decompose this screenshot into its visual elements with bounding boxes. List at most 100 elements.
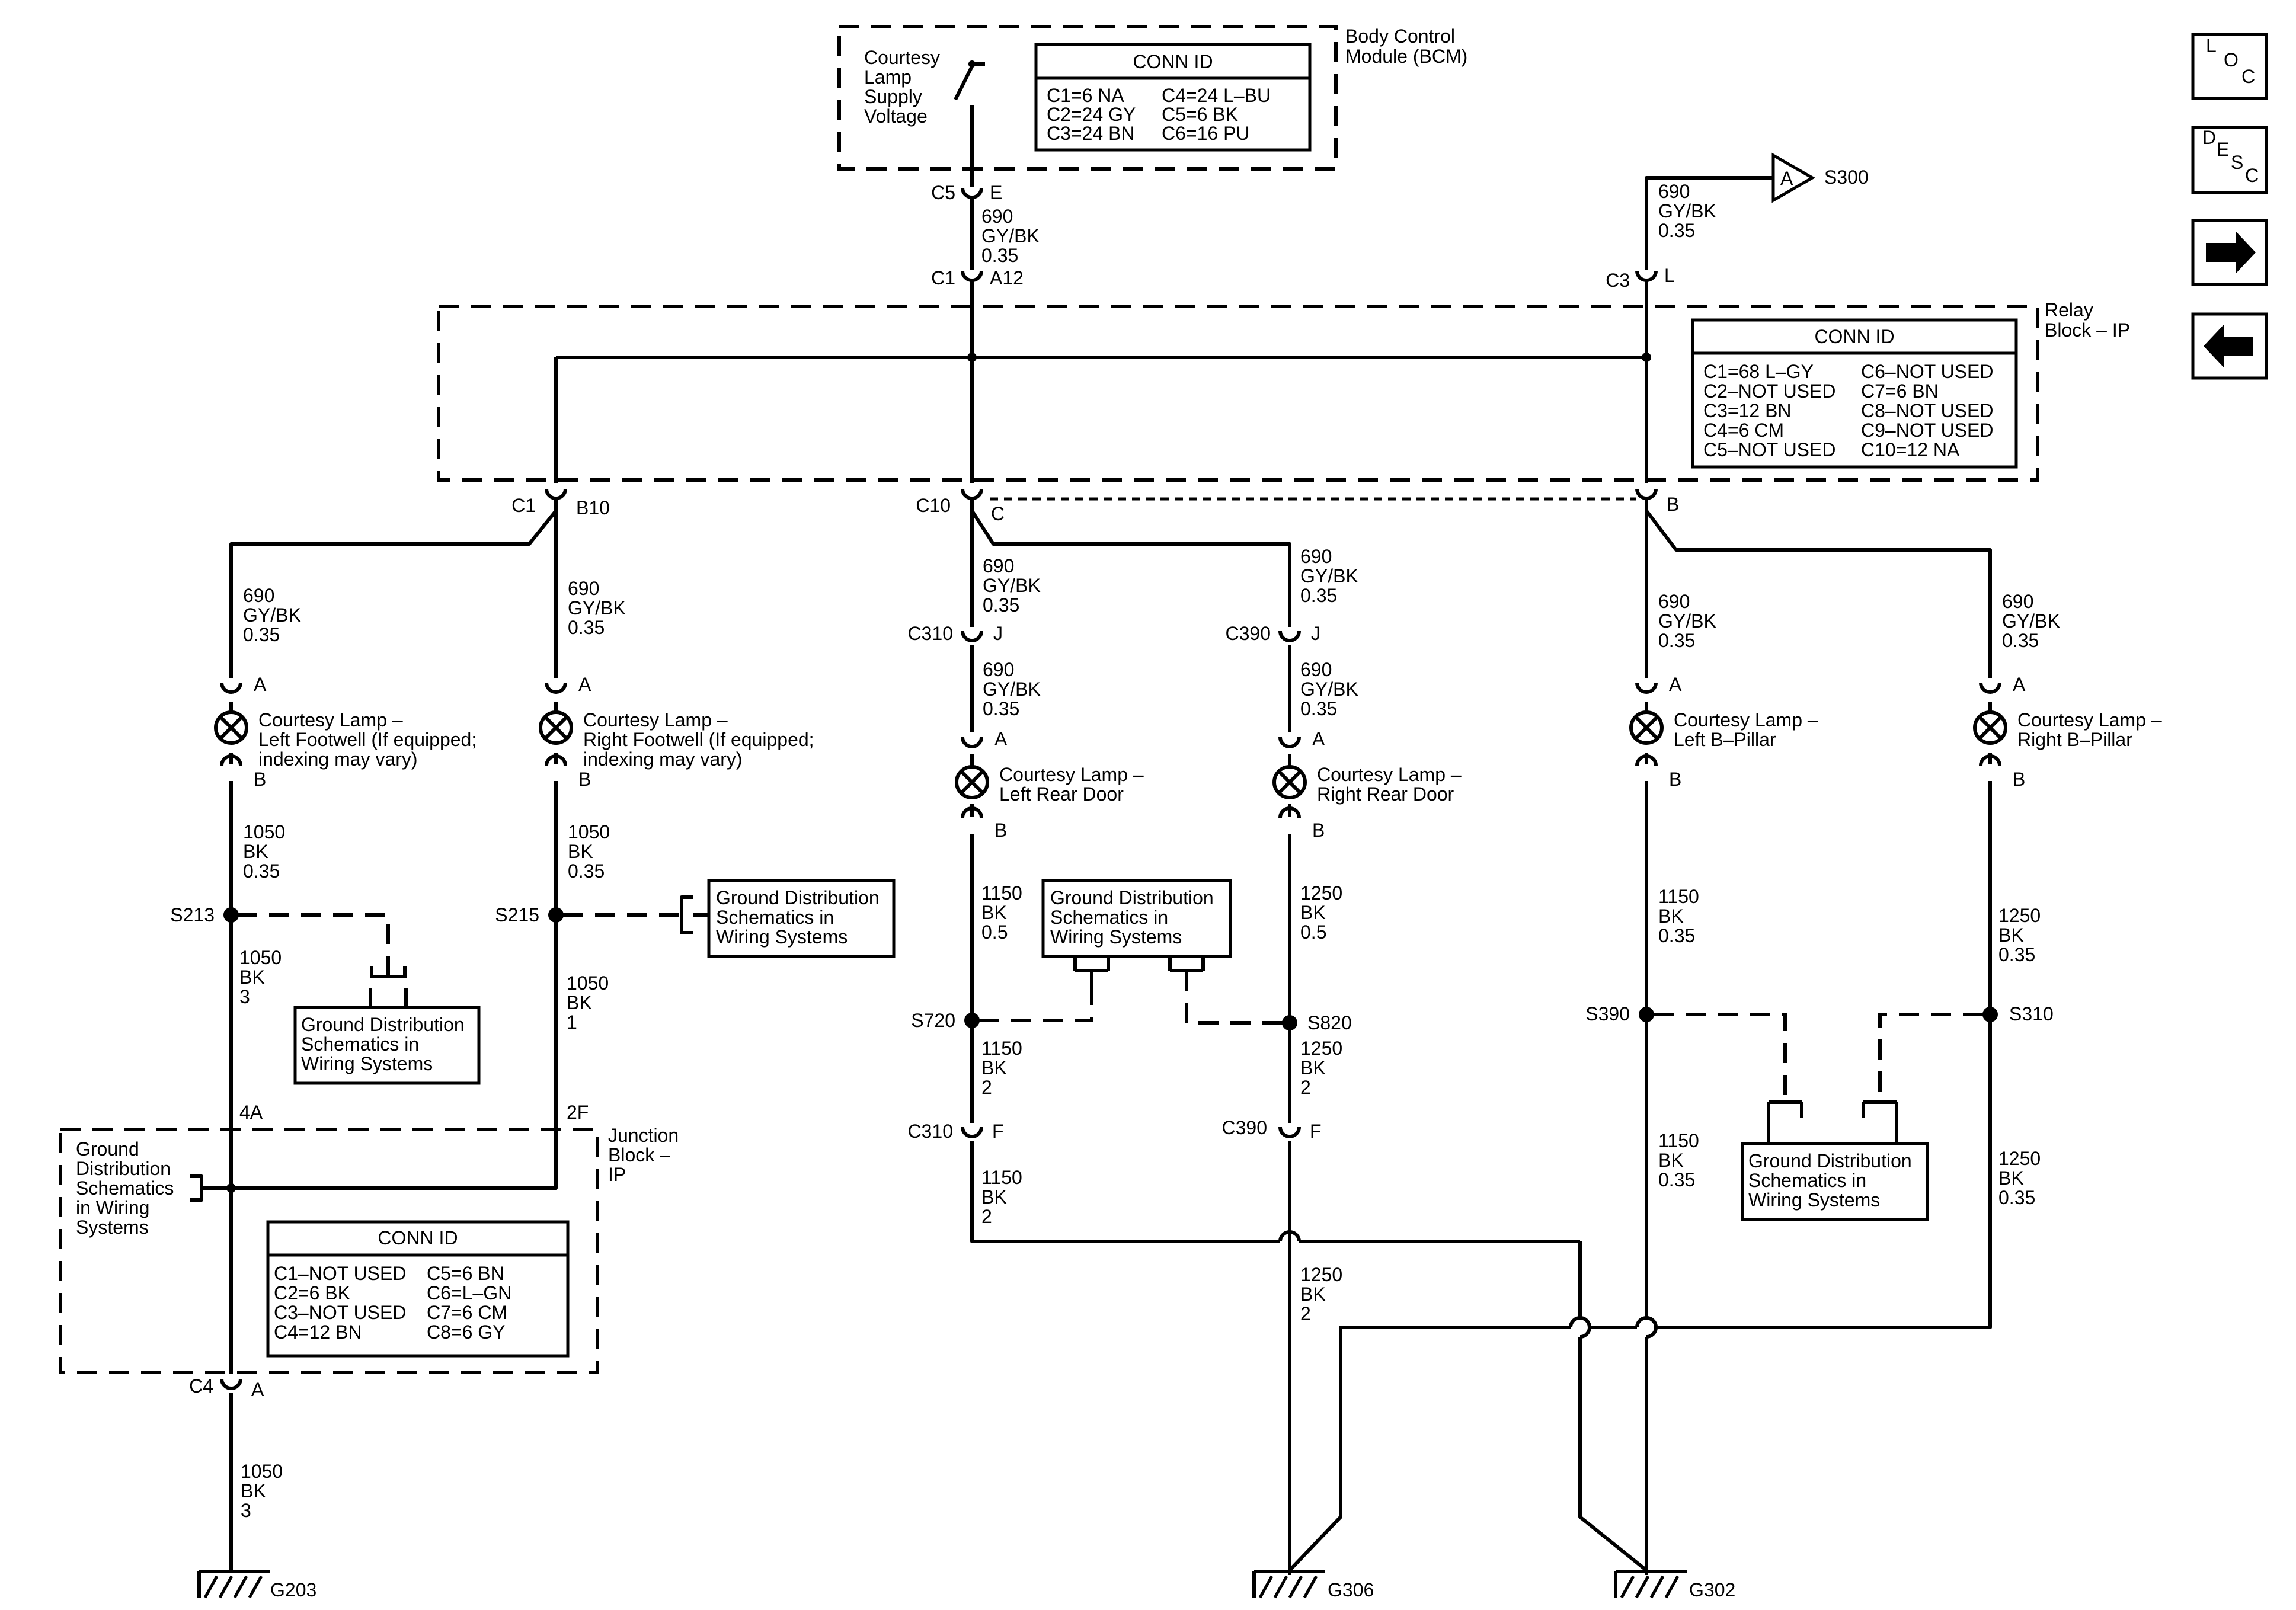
svg-text:Schematics in: Schematics in (716, 907, 834, 928)
wire-label: 690 (1300, 546, 1332, 567)
supply-label: Lamp (864, 66, 912, 88)
svg-text:Schematics in: Schematics in (301, 1033, 419, 1055)
wire-label: 2 (1300, 1077, 1311, 1098)
pin-label: 4A (239, 1102, 263, 1123)
wire-label: GY/BK (981, 225, 1040, 247)
desc-letter: D (2202, 127, 2216, 148)
wire-label: GY/BK (1300, 565, 1358, 587)
wire-label: 0.5 (981, 921, 1008, 943)
svg-text:Systems: Systems (76, 1217, 149, 1238)
conn-id-entry: C3=12 BN (1703, 400, 1792, 421)
supply-switch (954, 60, 985, 142)
connector-label: C1 (511, 495, 536, 516)
pin-label: J (1311, 623, 1320, 644)
wire-label: 0.35 (243, 860, 280, 882)
wire-label: BK (1998, 924, 2024, 946)
arrow-right-icon (2206, 231, 2256, 274)
conn-id-entry: C3–NOT USED (274, 1302, 406, 1323)
splice-s390 (1639, 1007, 1654, 1022)
wire-label: 1250 (1998, 905, 2041, 926)
wire-label: GY/BK (983, 678, 1041, 700)
conn-id-entry: C6=16 PU (1162, 123, 1250, 144)
svg-text:Wiring Systems: Wiring Systems (301, 1053, 433, 1074)
wire-label: 0.35 (243, 624, 280, 645)
wire-label: 0.35 (1658, 630, 1695, 651)
conn-id-entry: C4=6 CM (1703, 420, 1784, 441)
wire-label: 0.35 (1658, 1169, 1695, 1190)
splice-label: S215 (495, 904, 539, 926)
ground-label: G203 (270, 1579, 316, 1601)
desc-button[interactable]: D E S C (2191, 126, 2268, 194)
wire-label: 0.35 (983, 594, 1019, 616)
svg-text:in Wiring: in Wiring (76, 1197, 149, 1218)
wire-label: 0.5 (1300, 921, 1326, 943)
conn-id-entry: C2–NOT USED (1703, 380, 1835, 402)
conn-id-title: CONN ID (378, 1227, 458, 1249)
conn-id-entry: C1–NOT USED (274, 1263, 406, 1284)
lamp-label: Left Rear Door (999, 783, 1124, 805)
lamp-label: Courtesy Lamp – (583, 709, 728, 731)
b-pillar-circuits (1288, 510, 1992, 1575)
supply-label: Voltage (864, 105, 928, 127)
wire-label: GY/BK (568, 597, 626, 619)
pin-label: B (994, 820, 1007, 841)
wire-label: 690 (568, 578, 599, 599)
wire-label: 690 (1300, 659, 1332, 680)
ground-label: G306 (1328, 1579, 1374, 1601)
supply-label: Courtesy (864, 47, 940, 68)
pin-label: L (1664, 265, 1675, 286)
wire-label: BK (1300, 1057, 1326, 1078)
pin-label: 2F (567, 1102, 589, 1123)
loc-button[interactable]: L O C (2191, 33, 2268, 100)
connector-label: C310 (908, 1121, 954, 1142)
bcm-title: Module (BCM) (1345, 46, 1467, 67)
wire-label: GY/BK (2002, 610, 2060, 632)
conn-id-title: CONN ID (1133, 51, 1213, 72)
wire-label: 690 (243, 585, 274, 606)
ground-distribution-box (1041, 879, 1232, 958)
svg-text:Ground: Ground (76, 1138, 139, 1160)
wire-label: 690 (2002, 591, 2033, 612)
wire-label: 2 (1300, 1303, 1311, 1324)
conn-id-entry: C7=6 BN (1861, 380, 1939, 402)
lamp-label: indexing may vary) (583, 748, 743, 770)
pin-label: J (993, 623, 1003, 644)
rear-door-circuits (970, 510, 1648, 1575)
relay-block-title: Relay (2045, 299, 2093, 321)
conn-id-entry: C5–NOT USED (1703, 439, 1835, 460)
wire-label: 2 (981, 1077, 992, 1098)
wire-label: 1050 (241, 1461, 283, 1482)
wire-label: 0.35 (1300, 698, 1337, 719)
supply-wiring (554, 142, 1773, 483)
lamp-label: Right Footwell (If equipped; (583, 729, 814, 750)
wire-label: 690 (981, 206, 1013, 227)
wire-label: 0.35 (2002, 630, 2039, 651)
pin-label: B10 (576, 497, 610, 518)
ground-icon (199, 1571, 270, 1598)
svg-text:Schematics in: Schematics in (1748, 1170, 1866, 1191)
svg-text:Ground Distribution: Ground Distribution (716, 887, 880, 908)
loc-letter: O (2224, 49, 2239, 71)
wire-label: 1050 (567, 972, 609, 994)
wire-label: 690 (1658, 591, 1690, 612)
offpage-connector-s300: A S300 (1771, 152, 1869, 203)
svg-text:Ground Distribution: Ground Distribution (301, 1014, 465, 1035)
next-page-button[interactable] (2191, 219, 2268, 286)
junction-block-title: Junction (608, 1125, 679, 1146)
wire-label: BK (567, 992, 592, 1013)
arrow-left-icon (2204, 325, 2253, 367)
wire-label: GY/BK (983, 575, 1041, 596)
conn-id-entry: C9–NOT USED (1861, 420, 1993, 441)
wire-label: BK (981, 902, 1007, 923)
splice-label: S720 (911, 1010, 955, 1031)
svg-text:Ground Distribution: Ground Distribution (1748, 1150, 1912, 1172)
wire-label: 1150 (1658, 1130, 1699, 1151)
splice-s215 (548, 907, 564, 923)
pin-label: E (990, 182, 1002, 203)
previous-page-button[interactable] (2191, 312, 2268, 380)
pin-label: C (991, 503, 1005, 524)
ground-label: G302 (1689, 1579, 1735, 1601)
conn-id-entry: C3=24 BN (1047, 123, 1135, 144)
wire-label: 0.35 (1658, 220, 1695, 241)
svg-text:Wiring Systems: Wiring Systems (1748, 1189, 1880, 1211)
